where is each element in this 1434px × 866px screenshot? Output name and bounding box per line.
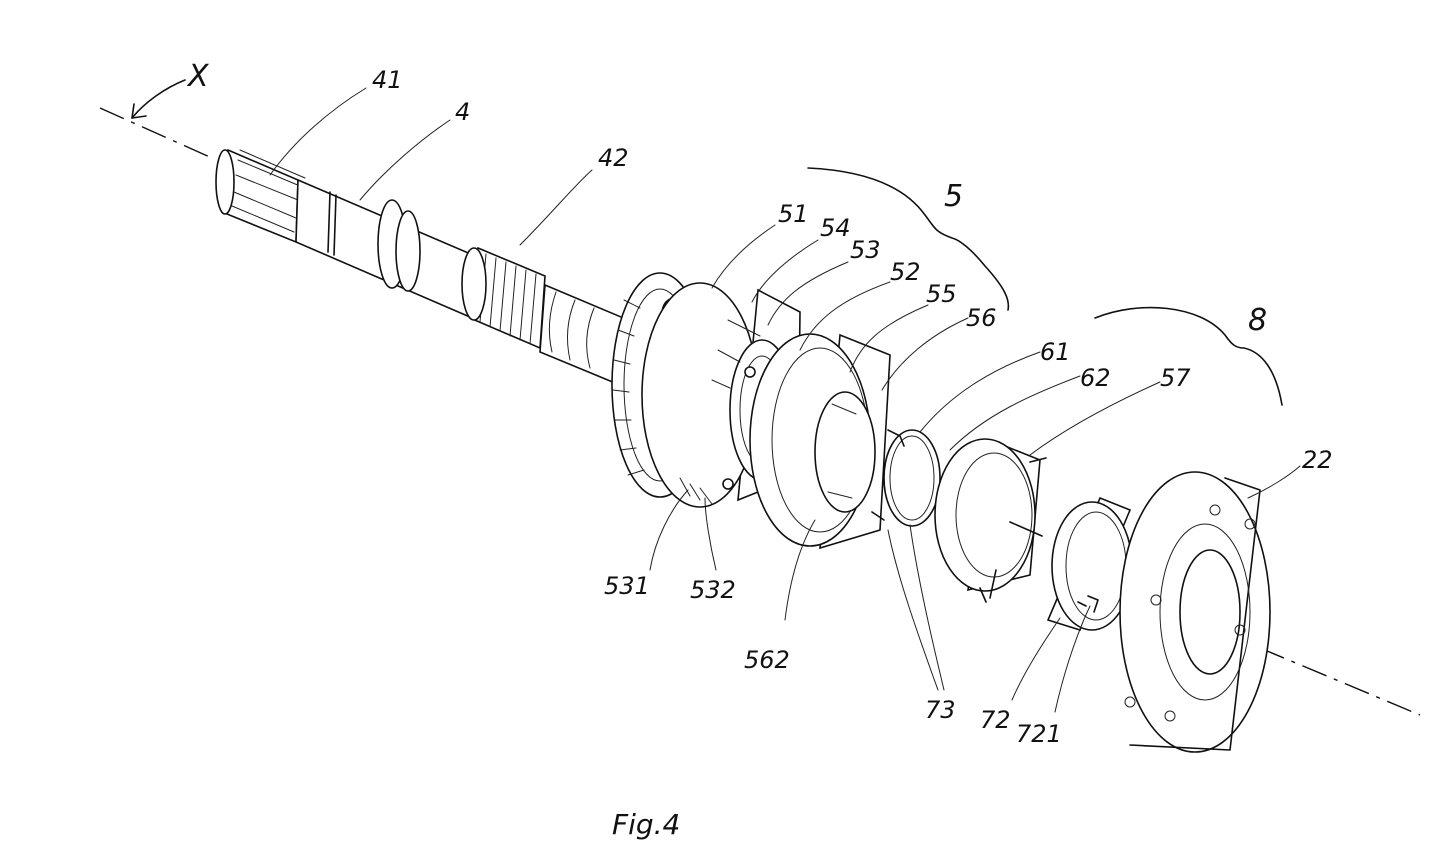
label-62: 62: [1080, 364, 1111, 392]
bracket-8: [1094, 306, 1283, 406]
axis-indicator: X: [131, 59, 210, 119]
label-42: 42: [598, 144, 629, 172]
locking-disc: [934, 438, 1047, 603]
label-73: 73: [925, 696, 956, 724]
label-52: 52: [890, 258, 921, 286]
label-8: 8: [1248, 303, 1267, 338]
label-562: 562: [744, 646, 790, 674]
label-53: 53: [850, 236, 881, 264]
label-51: 51: [778, 200, 809, 228]
label-721: 721: [1016, 720, 1062, 748]
label-56: 56: [966, 304, 997, 332]
label-55: 55: [926, 280, 957, 308]
label-57: 57: [1160, 364, 1191, 392]
axis-label: X: [186, 59, 210, 94]
cam-ring: [1046, 496, 1133, 631]
label-531: 531: [604, 572, 650, 600]
label-41: 41: [372, 66, 403, 94]
label-22: 22: [1302, 446, 1333, 474]
central-axis: [99, 107, 1421, 716]
ring-gear: [749, 333, 891, 550]
reference-labels: 41 4 42 5 51 54 53 52 55 56 61 62 57 8 2…: [372, 66, 1333, 748]
leader-lines: [269, 87, 1301, 713]
label-61: 61: [1040, 338, 1071, 366]
spring-ring: [871, 429, 941, 527]
label-4: 4: [455, 98, 470, 126]
label-5: 5: [944, 179, 963, 214]
housing-cover: [1119, 471, 1271, 753]
label-72: 72: [980, 706, 1011, 734]
label-532: 532: [690, 576, 736, 604]
bracket-5: [807, 167, 1010, 311]
shaft: [215, 148, 641, 392]
label-54: 54: [820, 214, 851, 242]
figure-caption: Fig.4: [612, 808, 680, 841]
